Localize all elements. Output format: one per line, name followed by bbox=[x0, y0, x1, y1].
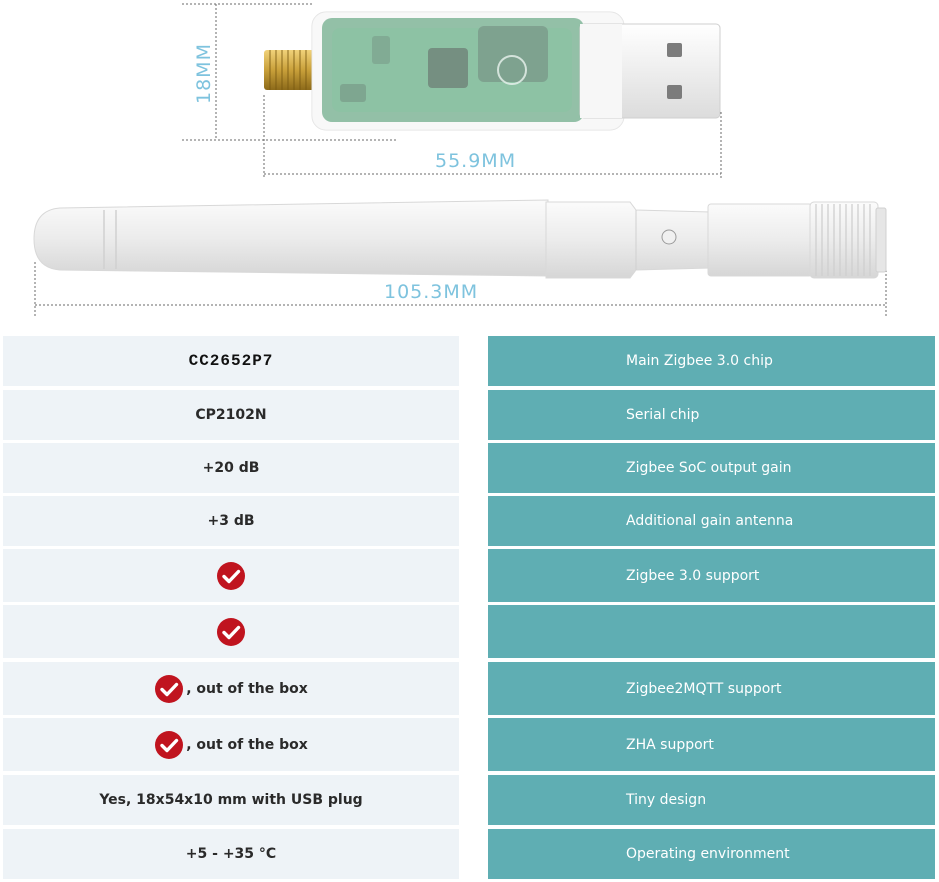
spec-row: Yes, 18x54x10 mm with USB plug Tiny desig… bbox=[0, 775, 939, 825]
product-illustration: 18MM 55.9MM 105.3MM bbox=[33, 3, 887, 316]
spec-feature-text: Main Zigbee 3.0 chip bbox=[626, 353, 773, 369]
spec-feature-text: Additional gain antenna bbox=[626, 513, 794, 529]
spec-value-text: +3 dB bbox=[207, 513, 255, 529]
check-circle-icon bbox=[155, 730, 184, 759]
length-dimension-label: 55.9MM bbox=[435, 150, 516, 172]
spec-value-text: CP2102N bbox=[195, 407, 267, 423]
spec-row: , out of the box ZHA support bbox=[0, 718, 939, 771]
height-dimension-label: 18MM bbox=[193, 43, 215, 104]
spec-row: +5 - +35 °C Operating environment bbox=[0, 829, 939, 879]
spec-value: CP2102N bbox=[3, 390, 459, 440]
spec-feature-text: ZHA support bbox=[626, 736, 714, 753]
check-circle-icon bbox=[217, 617, 245, 646]
spec-feature-text: Zigbee 3.0 support bbox=[626, 567, 760, 584]
spec-check bbox=[216, 617, 246, 647]
spec-feature: Zigbee 3.0 support bbox=[488, 549, 935, 602]
spec-feature-text: Tiny design bbox=[626, 792, 707, 808]
spec-row: CP2102N Serial chip bbox=[0, 390, 939, 440]
spec-row: +3 dB Additional gain antenna bbox=[0, 496, 939, 546]
spec-feature: Zigbee2MQTT support bbox=[488, 662, 935, 715]
spec-value-text: +20 dB bbox=[202, 460, 260, 476]
spec-value bbox=[3, 549, 459, 602]
check-circle-icon bbox=[155, 674, 184, 703]
spec-check bbox=[216, 561, 246, 591]
spec-row: Zigbee 3.0 support bbox=[0, 549, 939, 602]
usb-dongle bbox=[264, 11, 721, 131]
spec-value: , out of the box bbox=[3, 662, 459, 715]
spec-row bbox=[0, 605, 939, 658]
spec-feature-text: Zigbee SoC output gain bbox=[626, 460, 792, 476]
spec-check: , out of the box bbox=[154, 674, 308, 704]
spec-feature: ZHA support bbox=[488, 718, 935, 771]
dimension-lines bbox=[34, 3, 887, 316]
spec-value: CC2652P7 bbox=[3, 336, 459, 386]
antenna-length-dimension-label: 105.3MM bbox=[384, 281, 478, 303]
spec-feature: Main Zigbee 3.0 chip bbox=[488, 336, 935, 386]
spec-value-text: Yes, 18x54x10 mm with USB plug bbox=[99, 792, 363, 808]
antenna bbox=[33, 199, 887, 279]
spec-feature: Operating environment bbox=[488, 829, 935, 879]
spec-feature: Tiny design bbox=[488, 775, 935, 825]
spec-value: Yes, 18x54x10 mm with USB plug bbox=[3, 775, 459, 825]
spec-row: CC2652P7 Main Zigbee 3.0 chip bbox=[0, 336, 939, 386]
spec-feature: Serial chip bbox=[488, 390, 935, 440]
spec-row: , out of the box Zigbee2MQTT support bbox=[0, 662, 939, 715]
spec-value: +20 dB bbox=[3, 443, 459, 493]
check-circle-icon bbox=[217, 561, 245, 590]
spec-suffix: , out of the box bbox=[186, 680, 308, 697]
spec-value bbox=[3, 605, 459, 658]
spec-feature-text: Zigbee2MQTT support bbox=[626, 680, 782, 697]
spec-value: +5 - +35 °C bbox=[3, 829, 459, 879]
spec-feature-text: Serial chip bbox=[626, 407, 700, 423]
spec-value-text: CC2652P7 bbox=[188, 352, 274, 370]
spec-feature: Additional gain antenna bbox=[488, 496, 935, 546]
spec-value: , out of the box bbox=[3, 718, 459, 771]
spec-feature-text: Operating environment bbox=[626, 846, 790, 862]
spec-row: +20 dB Zigbee SoC output gain bbox=[0, 443, 939, 493]
spec-value-text: +5 - +35 °C bbox=[185, 846, 277, 862]
spec-value: +3 dB bbox=[3, 496, 459, 546]
spec-feature: Zigbee SoC output gain bbox=[488, 443, 935, 493]
spec-feature bbox=[488, 605, 935, 658]
spec-suffix: , out of the box bbox=[186, 736, 308, 753]
spec-check: , out of the box bbox=[154, 730, 308, 760]
